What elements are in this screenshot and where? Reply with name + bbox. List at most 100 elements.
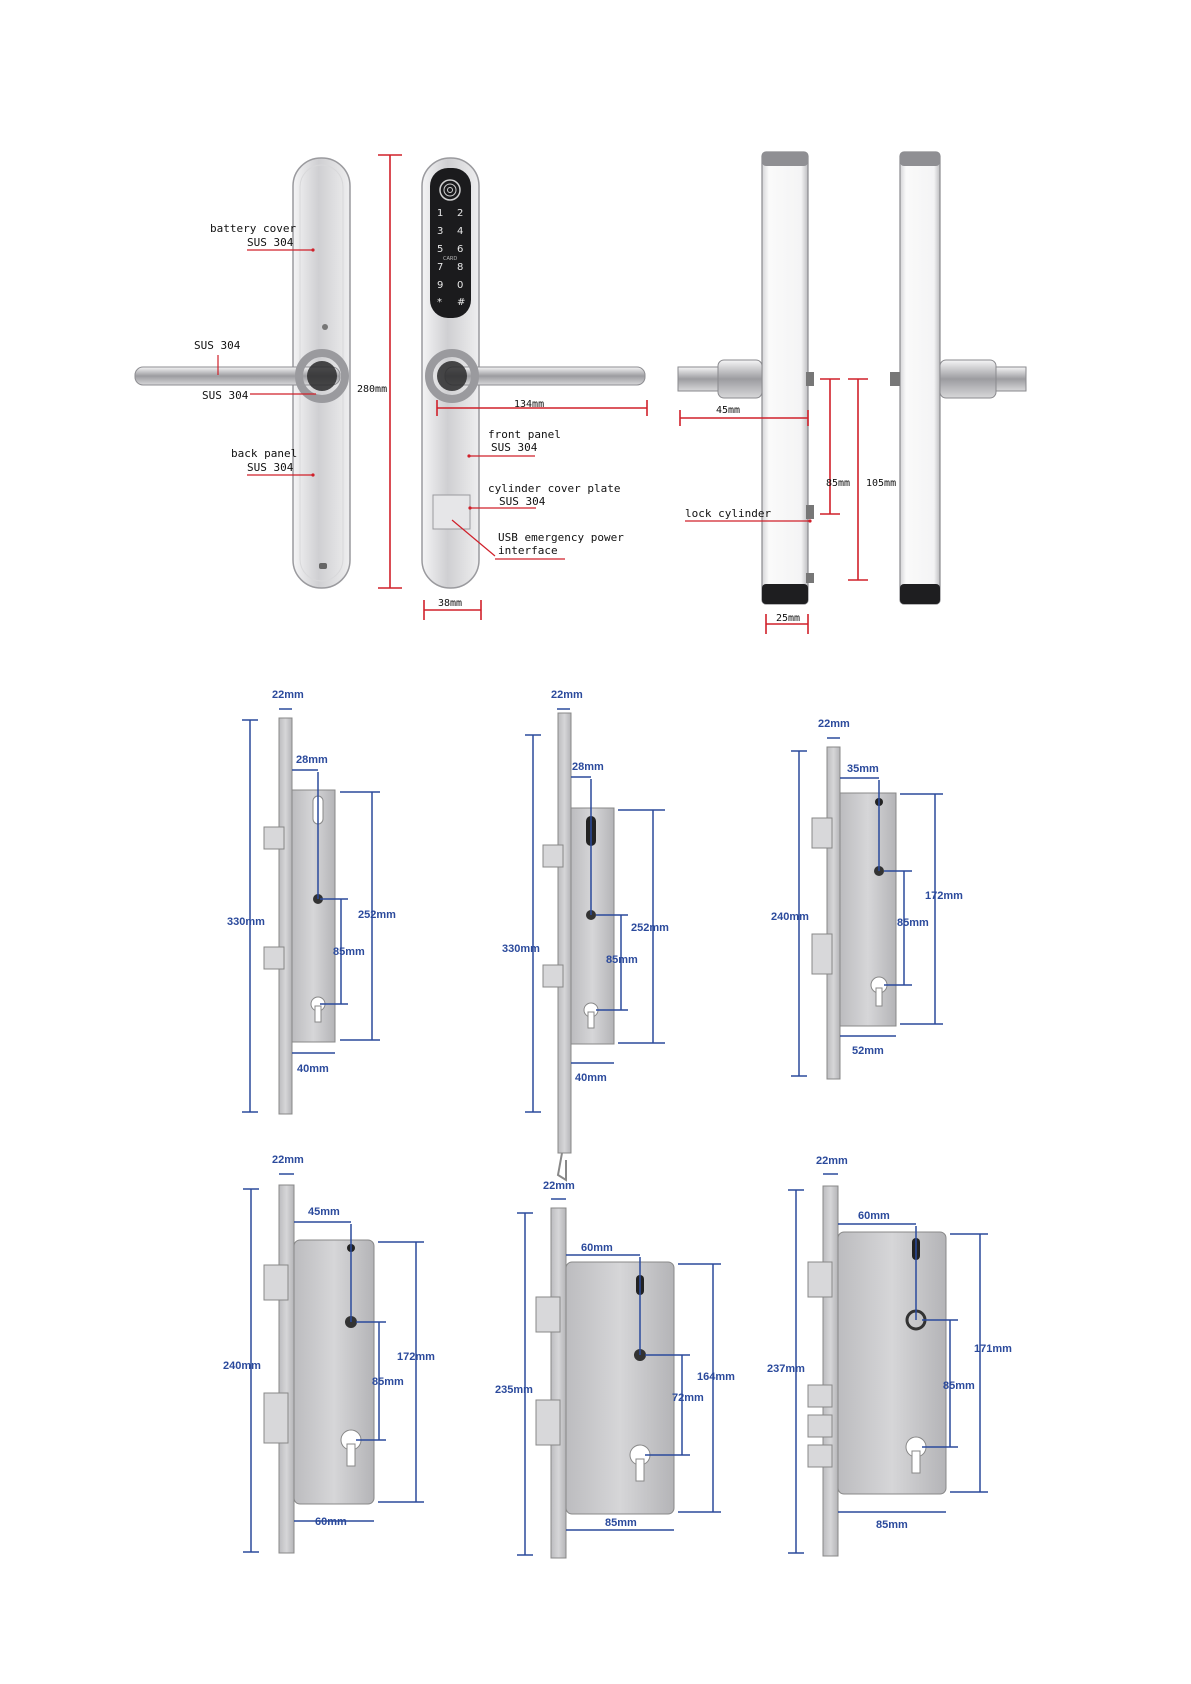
spacing-value: 85mm bbox=[372, 1376, 404, 1388]
key: 2 bbox=[457, 208, 463, 219]
key: 7 bbox=[437, 262, 443, 273]
key: 5 bbox=[437, 244, 443, 255]
projection-value: 45mm bbox=[716, 405, 740, 416]
width-value: 85mm bbox=[876, 1519, 908, 1531]
width-value: 52mm bbox=[852, 1045, 884, 1057]
faceplate-value: 22mm bbox=[818, 718, 850, 730]
spacing-value: 85mm bbox=[897, 917, 929, 929]
key: 1 bbox=[437, 208, 443, 219]
lock-cylinder-label: lock cylinder bbox=[685, 507, 771, 520]
screw-hole bbox=[322, 324, 328, 330]
spacing-value: 72mm bbox=[672, 1392, 704, 1404]
body-value: 252mm bbox=[358, 909, 396, 921]
backset-value: 60mm bbox=[858, 1210, 890, 1222]
spacing-value: 85mm bbox=[333, 946, 365, 958]
total-value: 237mm bbox=[767, 1363, 805, 1375]
keypad: 1 2 3 4 5 6 7 8 9 0 * # CARD bbox=[437, 208, 465, 308]
faceplate bbox=[550, 1207, 567, 1559]
backset-value: 60mm bbox=[581, 1242, 613, 1254]
lever-length-value: 134mm bbox=[514, 399, 544, 410]
width-value: 40mm bbox=[297, 1063, 329, 1075]
back-panel-label: back panel bbox=[231, 447, 297, 460]
lever-arm bbox=[134, 366, 341, 386]
mortise-lock-5-dims: 235mm 22mm 60mm 164mm 72mm 85mm bbox=[495, 1180, 735, 1556]
cylinder-cover bbox=[432, 494, 471, 530]
spacing-a-value: 85mm bbox=[826, 478, 850, 489]
usb-label-line2: interface bbox=[498, 544, 558, 557]
height-dimension: 280mm bbox=[357, 154, 402, 589]
spacing-value: 85mm bbox=[606, 954, 638, 966]
mortise-lock-1-dims: 330mm 22mm 28mm 252mm 85mm 40mm bbox=[227, 689, 396, 1113]
rose-material: SUS 304 bbox=[202, 389, 249, 402]
front-view-labels: 134mm front panel SUS 304 cylinder cover… bbox=[423, 399, 648, 620]
spindle-left bbox=[677, 366, 719, 392]
cylinder-cover-label: cylinder cover plate bbox=[488, 482, 620, 495]
side-panel-right bbox=[899, 151, 941, 605]
spindle-right bbox=[995, 366, 1027, 392]
spacing-value: 85mm bbox=[943, 1380, 975, 1392]
backset-value: 45mm bbox=[308, 1206, 340, 1218]
mortise-lock-6 bbox=[807, 1185, 947, 1557]
key: 4 bbox=[457, 226, 463, 237]
total-value: 330mm bbox=[502, 943, 540, 955]
mortise-lock-6-dims: 237mm 22mm 60mm 171mm 85mm 85mm bbox=[767, 1155, 1012, 1554]
mortise-lock-2 bbox=[542, 712, 615, 1182]
mortise-lock-3-dims: 240mm 22mm 35mm 172mm 85mm 52mm bbox=[771, 718, 963, 1077]
total-value: 235mm bbox=[495, 1384, 533, 1396]
total-value: 330mm bbox=[227, 916, 265, 928]
mortise-lock-4 bbox=[263, 1184, 375, 1554]
side-panel-left bbox=[761, 151, 809, 605]
key: 9 bbox=[437, 280, 443, 291]
faceplate-value: 22mm bbox=[543, 1180, 575, 1192]
key: 6 bbox=[457, 244, 463, 255]
front-lever-rose bbox=[425, 349, 479, 403]
key: 8 bbox=[457, 262, 463, 273]
depth-value: 25mm bbox=[776, 613, 800, 624]
body-value: 252mm bbox=[631, 922, 669, 934]
mortise-lock-3 bbox=[811, 746, 897, 1080]
body-value: 171mm bbox=[974, 1343, 1012, 1355]
back-view-labels: battery cover SUS 304 SUS 304 SUS 304 ba… bbox=[194, 222, 316, 477]
backset-value: 28mm bbox=[296, 754, 328, 766]
faceplate bbox=[822, 1185, 839, 1557]
faceplate bbox=[557, 712, 572, 1154]
spacing-b-value: 105mm bbox=[866, 478, 896, 489]
mortise-lock-4-dims: 240mm 22mm 45mm 172mm 85mm 60mm bbox=[223, 1154, 435, 1553]
body-value: 172mm bbox=[925, 890, 963, 902]
lock-body bbox=[839, 792, 897, 1027]
faceplate bbox=[826, 746, 841, 1080]
fingerprint-icon bbox=[439, 179, 461, 201]
width-value: 85mm bbox=[605, 1517, 637, 1529]
key: # bbox=[457, 297, 465, 308]
key: * bbox=[437, 297, 442, 308]
faceplate-value: 22mm bbox=[272, 1154, 304, 1166]
key: 3 bbox=[437, 226, 443, 237]
width-value: 38mm bbox=[438, 598, 462, 609]
backset-value: 28mm bbox=[572, 761, 604, 773]
mortise-lock-1 bbox=[263, 717, 336, 1115]
backset-value: 35mm bbox=[847, 763, 879, 775]
height-value: 280mm bbox=[357, 384, 387, 395]
back-panel-material: SUS 304 bbox=[247, 461, 294, 474]
faceplate-value: 22mm bbox=[551, 689, 583, 701]
total-value: 240mm bbox=[223, 1360, 261, 1372]
lock-body bbox=[837, 1231, 947, 1495]
front-panel-label: front panel bbox=[488, 428, 561, 441]
battery-cover-label: battery cover bbox=[210, 222, 296, 235]
side-view-labels: 45mm lock cylinder 85mm 105mm 25mm bbox=[679, 378, 896, 634]
card-mark: CARD bbox=[443, 256, 457, 262]
width-value: 60mm bbox=[315, 1516, 347, 1528]
battery-cover-material: SUS 304 bbox=[247, 236, 294, 249]
screw-slot bbox=[319, 563, 327, 569]
total-value: 240mm bbox=[771, 911, 809, 923]
mortise-lock-2-dims: 330mm 22mm 28mm 252mm 85mm 40mm bbox=[502, 689, 669, 1113]
front-panel-material: SUS 304 bbox=[491, 441, 538, 454]
cylinder-cover-material: SUS 304 bbox=[499, 495, 546, 508]
lock-body bbox=[565, 1261, 675, 1515]
front-panel-view: 1 2 3 4 5 6 7 8 9 0 * # CARD bbox=[421, 157, 646, 589]
faceplate-value: 22mm bbox=[816, 1155, 848, 1167]
faceplate bbox=[278, 1184, 295, 1554]
key: 0 bbox=[457, 280, 463, 291]
keypad-panel bbox=[430, 168, 471, 318]
